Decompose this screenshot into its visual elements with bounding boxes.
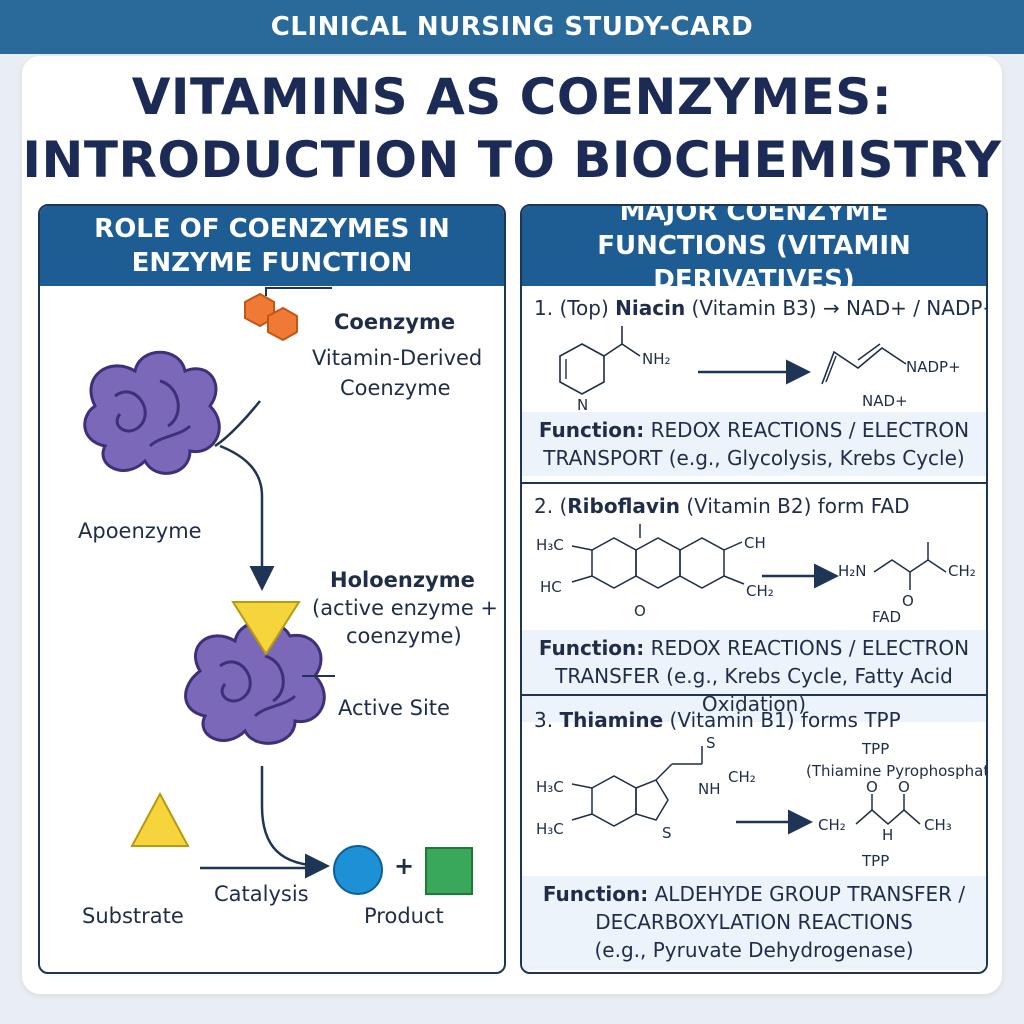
section-number: 2. (: [534, 494, 568, 518]
nadp-label: NADP+: [906, 358, 961, 376]
coenzyme-label: Coenzyme: [334, 310, 456, 334]
section-number: 3.: [534, 708, 560, 732]
substrate-icon: [130, 791, 190, 847]
coenzyme-pointer: [265, 287, 332, 296]
tpp-ch3: CH₃: [924, 816, 952, 834]
function-text-line-2: DECARBOXYLATION REACTIONS: [595, 910, 913, 934]
join-curve-2: [219, 444, 275, 591]
section-number: 1. (Top): [534, 296, 616, 320]
fad-o: O: [902, 592, 914, 610]
holoenzyme-desc-1: (active enzyme +: [312, 596, 499, 620]
section-thiamine-heading: 3. Thiamine (Vitamin B1) forms TPP: [534, 708, 901, 732]
thiamine-h3c-1: H₃C: [536, 778, 564, 796]
product-label: Product: [364, 904, 444, 928]
function-label: Function:: [538, 418, 645, 442]
section-divider: [522, 694, 986, 696]
riboflavin-structure: H₃C HC CH CH₂ O H₂N O CH₂ FAD: [536, 524, 976, 626]
function-label: Function:: [542, 882, 649, 906]
title-line-1: VITAMINS AS COENZYMES:: [131, 68, 893, 126]
function-text: REDOX REACTIONS / ELECTRON: [644, 636, 970, 660]
apoenzyme-label: Apoenzyme: [78, 519, 202, 543]
nad-label: NAD+: [862, 392, 908, 410]
thiamine-function: Function: ALDEHYDE GROUP TRANSFER / DECA…: [522, 876, 986, 970]
join-curve: [214, 400, 261, 448]
thiamine-s-ring: S: [662, 824, 672, 842]
function-text: ALDEHYDE GROUP TRANSFER /: [648, 882, 966, 906]
page-title: VITAMINS AS COENZYMES: INTRODUCTION TO B…: [22, 66, 1002, 192]
tpp-h: H: [882, 826, 893, 844]
vitamin-name: Niacin: [615, 296, 686, 320]
niacin-nh2: NH₂: [642, 350, 671, 368]
active-site-label: Active Site: [338, 696, 450, 720]
coenzyme-role-panel: ROLE OF COENZYMES IN ENZYME FUNCTION: [38, 204, 506, 974]
coenzyme-functions-panel: MAJOR COENZYME FUNCTIONS (VITAMIN DERIVA…: [520, 204, 988, 974]
riboflavin-o: O: [634, 602, 646, 620]
coenzyme-desc-1: Vitamin-Derived: [312, 346, 483, 370]
coenzyme-icon: [244, 292, 298, 342]
riboflavin-hc: HC: [540, 578, 562, 596]
niacin-structure: NH₂ N NADP+ NAD+: [559, 326, 961, 414]
vitamin-name: Thiamine: [559, 708, 664, 732]
section-rest: (Vitamin B3) → NAD+ / NADP+: [685, 296, 988, 320]
banner: CLINICAL NURSING STUDY-CARD: [0, 0, 1024, 54]
tpp-label-top: TPP: [861, 740, 889, 758]
holoenzyme-desc-2: coenzyme): [346, 624, 462, 648]
tpp-label-bottom: TPP: [861, 852, 889, 870]
right-panel-heading: MAJOR COENZYME FUNCTIONS (VITAMIN DERIVA…: [522, 206, 986, 295]
title-line-2: INTRODUCTION TO BIOCHEMISTRY: [22, 131, 1002, 189]
thiamine-s-top: S: [706, 734, 716, 752]
tpp-full-name: (Thiamine Pyrophosphate): [806, 762, 986, 780]
section-divider: [522, 482, 986, 484]
section-riboflavin-heading: 2. (Riboflavin (Vitamin B2) form FAD: [534, 494, 910, 518]
thiamine-h3c-2: H₃C: [536, 820, 564, 838]
function-text-line-3: (e.g., Pyruvate Dehydrogenase): [594, 938, 914, 962]
tpp-o-1: O: [866, 778, 878, 796]
fad-h2n: H₂N: [838, 562, 867, 580]
section-niacin-heading: 1. (Top) Niacin (Vitamin B3) → NAD+ / NA…: [534, 296, 988, 320]
niacin-function: Function: REDOX REACTIONS / ELECTRON TRA…: [522, 412, 986, 476]
apoenzyme-icon: [83, 350, 221, 475]
riboflavin-h3c: H₃C: [536, 536, 564, 554]
coenzyme-desc-2: Coenzyme: [340, 376, 451, 400]
plus-sign: +: [394, 852, 415, 880]
product-circle-icon: [333, 845, 383, 895]
left-panel-heading: ROLE OF COENZYMES IN ENZYME FUNCTION: [40, 206, 504, 286]
section-rest: (Vitamin B2) form FAD: [680, 494, 910, 518]
function-label: Function:: [538, 636, 645, 660]
tpp-o-2: O: [898, 778, 910, 796]
product-square-icon: [425, 847, 473, 895]
thiamine-nh: NH: [698, 780, 721, 798]
coenzyme-diagram: [83, 287, 473, 895]
substrate-label: Substrate: [82, 904, 184, 928]
holoenzyme-label: Holoenzyme: [330, 568, 475, 592]
riboflavin-ch2: CH₂: [746, 582, 774, 600]
catalysis-curve: [260, 766, 330, 879]
riboflavin-function: Function: REDOX REACTIONS / ELECTRON TRA…: [522, 630, 986, 722]
holoenzyme-icon: [184, 601, 326, 745]
fad-ch2: CH₂: [948, 562, 976, 580]
section-rest: (Vitamin B1) forms TPP: [663, 708, 901, 732]
niacin-n: N: [577, 396, 588, 414]
function-text-line-2: TRANSPORT (e.g., Glycolysis, Krebs Cycle…: [543, 446, 965, 470]
function-text-line-2: TRANSFER (e.g., Krebs Cycle, Fatty Acid …: [555, 664, 953, 716]
vitamin-name: Riboflavin: [567, 494, 681, 518]
tpp-ch2: CH₂: [818, 816, 846, 834]
thiamine-structure: S NH CH₂ H₃C H₃C S TPP (Thiamine Pyropho…: [536, 734, 986, 870]
fad-label: FAD: [872, 608, 901, 626]
catalysis-label: Catalysis: [214, 882, 309, 906]
function-text: REDOX REACTIONS / ELECTRON: [644, 418, 970, 442]
thiamine-ch2: CH₂: [728, 768, 756, 786]
riboflavin-ch: CH: [744, 534, 766, 552]
